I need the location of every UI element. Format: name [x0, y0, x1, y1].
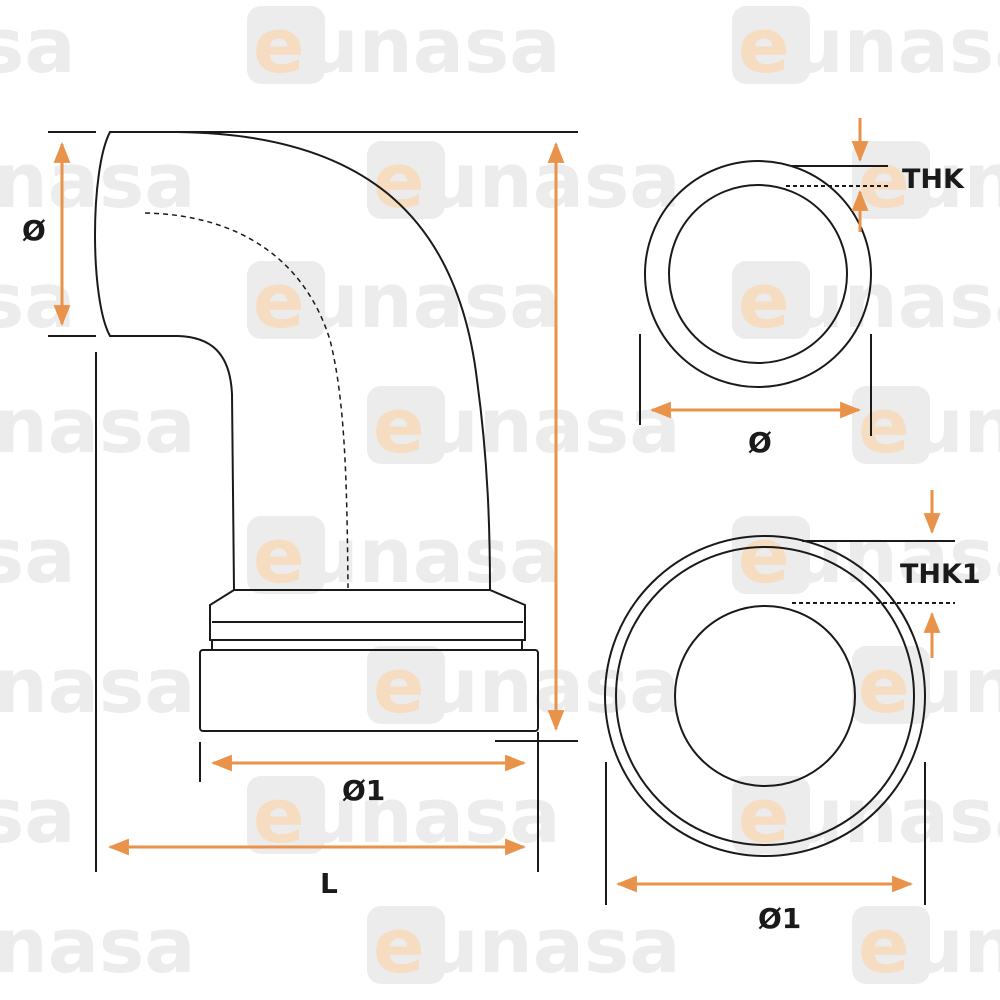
inlet-inner-circle	[668, 184, 848, 364]
elbow-side-view	[94, 131, 539, 732]
inner-bend-hidden-line	[144, 212, 349, 589]
watermark-text: eunasa	[0, 511, 76, 600]
side-view-dimensions	[48, 131, 578, 872]
side-inlet-diameter-label: Ø	[22, 214, 46, 247]
socket-end-view	[604, 535, 955, 905]
watermark-text: eunasa	[0, 641, 196, 730]
watermark-text: eunasa	[738, 511, 1000, 600]
watermark-logo: eunasa	[247, 256, 561, 345]
watermark-logo: eunasa	[0, 1, 76, 90]
inlet-outer-circle	[644, 160, 872, 388]
bottom-diameter-label: Ø1	[758, 902, 801, 935]
watermark-text: eunasa	[253, 511, 561, 600]
watermark-logo: eunasa	[367, 901, 681, 990]
side-length-label: L	[320, 867, 338, 900]
watermark-logo: eunasa	[0, 771, 76, 860]
watermark-logo: eunasa	[247, 511, 561, 600]
watermark-text: eunasa	[0, 901, 196, 990]
watermark-text: eunasa	[253, 256, 561, 345]
watermark-text: eunasa	[0, 1, 76, 90]
elbow-outline	[94, 131, 492, 591]
side-outlet-diameter-label: Ø1	[342, 774, 385, 807]
socket-middle-circle	[615, 546, 915, 846]
watermark-logo: eunasa	[852, 136, 1000, 225]
watermark-text: eunasa	[0, 381, 196, 470]
watermark-logo: eunasa	[0, 641, 196, 730]
collar-lower	[211, 639, 523, 651]
watermark-text: eunasa	[0, 771, 76, 860]
socket-inner-circle	[674, 605, 856, 787]
watermark-text: eunasa	[253, 1, 561, 90]
watermark-logo: eunasa	[0, 381, 196, 470]
bottom-thickness-label: THK1	[900, 559, 981, 590]
watermark-text: eunasa	[738, 1, 1000, 90]
watermark-logo: eunasa	[732, 256, 1000, 345]
watermark-text: eunasa	[373, 901, 681, 990]
watermark-logo: eunasa	[732, 511, 1000, 600]
watermark-text: eunasa	[858, 136, 1000, 225]
watermark-logo: eunasa	[732, 1, 1000, 90]
inlet-end-view	[639, 160, 888, 436]
watermark-text: eunasa	[858, 381, 1000, 470]
collar-upper	[209, 589, 526, 641]
watermark-text: eunasa	[858, 901, 1000, 990]
socket-base	[199, 649, 539, 732]
top-diameter-label: Ø	[748, 426, 772, 459]
socket-outer-circle	[604, 535, 926, 857]
watermark-logo: eunasa	[247, 1, 561, 90]
watermark-logo: eunasa	[852, 901, 1000, 990]
watermark-logo: eunasa	[0, 511, 76, 600]
watermark-text: eunasa	[738, 256, 1000, 345]
top-thickness-label: THK	[902, 164, 965, 195]
watermark-logo: eunasa	[0, 901, 196, 990]
